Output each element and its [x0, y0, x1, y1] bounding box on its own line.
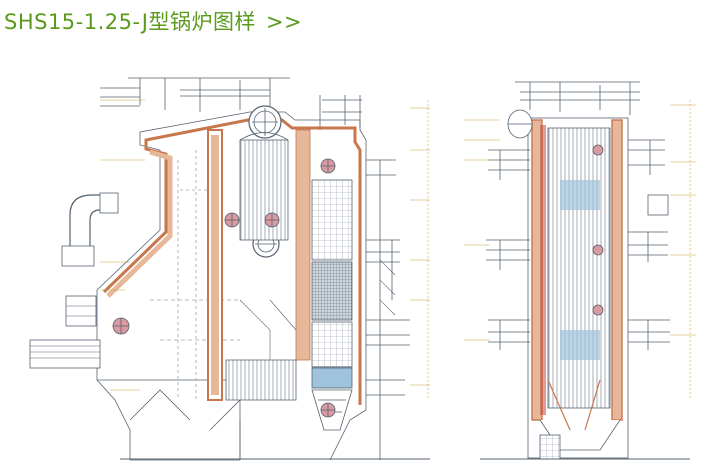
left-duct — [61, 192, 119, 267]
side-dimension-lines — [464, 100, 696, 400]
right-platforms — [366, 159, 410, 460]
page-title: SHS15-1.25-J型锅炉图样 >> — [4, 6, 302, 36]
fan-icon — [592, 244, 604, 256]
fan-icon — [112, 317, 130, 335]
fan-icon — [592, 144, 604, 156]
fan-icon — [592, 304, 604, 316]
fan-icon — [224, 212, 240, 228]
fan-icon — [320, 402, 336, 418]
front-dimension-lines — [100, 99, 430, 400]
top-frame — [100, 77, 362, 130]
title-text: SHS15-1.25-J型锅炉图样 — [4, 10, 256, 34]
upper-drum — [248, 105, 282, 139]
side-drum — [507, 109, 533, 139]
side-view — [464, 81, 696, 460]
front-view — [29, 77, 430, 461]
convection-section — [295, 129, 353, 431]
more-link[interactable]: >> — [265, 10, 303, 34]
fan-icon — [320, 158, 336, 174]
fan-icon — [264, 212, 280, 228]
